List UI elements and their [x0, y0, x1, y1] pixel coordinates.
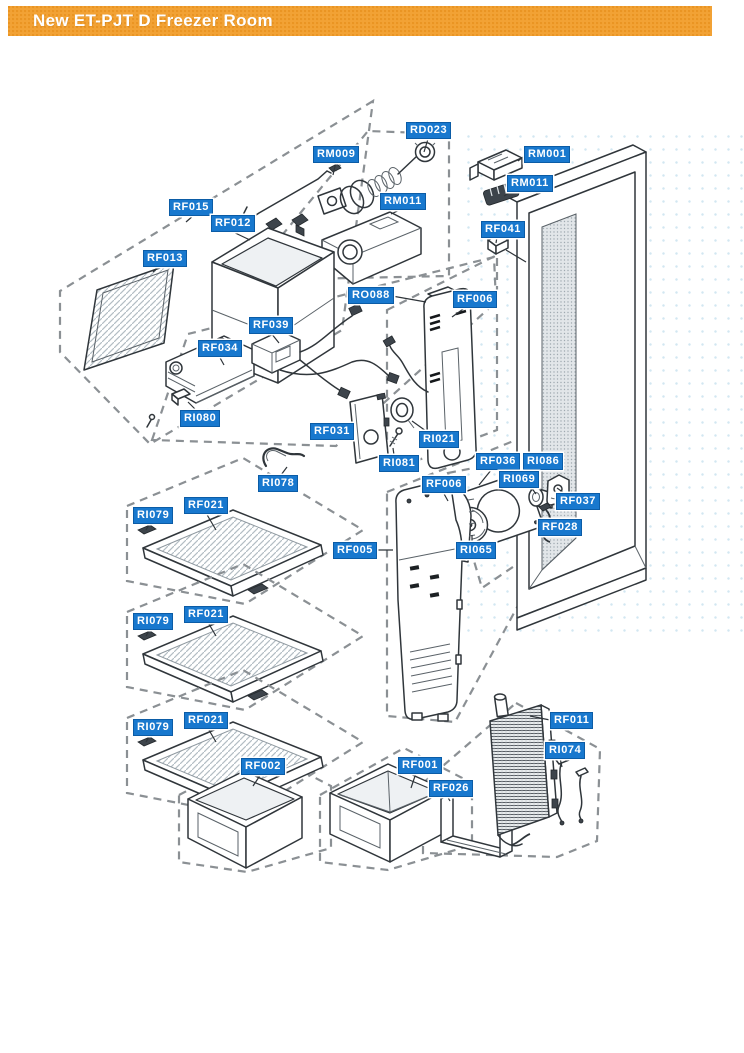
part-rm011-icemaker	[321, 211, 422, 285]
part-label-ri081-16: RI081	[379, 455, 420, 472]
part-ri078-hook	[262, 447, 306, 468]
group-icebin	[58, 98, 375, 446]
part-ri081-screw	[389, 427, 403, 447]
part-label-rf037-21: RF037	[556, 493, 601, 510]
part-rd023-cap	[414, 141, 436, 163]
part-auger-spring	[339, 155, 418, 215]
part-label-ri078-17: RI078	[258, 475, 299, 492]
part-wire-harness	[279, 303, 400, 400]
part-label-rm009-1: RM009	[313, 146, 360, 163]
part-label-rf012-7: RF012	[211, 215, 256, 232]
part-rf005-duct-cover	[395, 479, 463, 722]
part-rf002-bin	[187, 770, 303, 869]
part-label-rm011-4: RM011	[507, 175, 553, 192]
part-label-rm011-2: RM011	[380, 193, 426, 210]
part-label-ri079-30: RI079	[133, 719, 174, 736]
part-rf011-evaporator	[489, 693, 559, 847]
part-rf031-plate	[349, 392, 390, 464]
part-label-ri069-20: RI069	[499, 471, 540, 488]
part-label-rf041-5: RF041	[481, 221, 526, 238]
group-duct	[385, 436, 523, 724]
part-label-rf005-25: RF005	[333, 542, 378, 559]
part-label-rf006-23: RF006	[422, 476, 467, 493]
part-ri074-sensors	[555, 755, 589, 826]
part-label-ro088-9: RO088	[348, 287, 394, 304]
part-label-rf011-32: RF011	[550, 712, 594, 729]
part-label-rf021-29: RF021	[184, 606, 229, 623]
part-label-rf013-8: RF013	[143, 250, 188, 267]
part-label-rd023-0: RD023	[406, 122, 452, 139]
part-label-ri021-15: RI021	[419, 431, 460, 448]
part-label-rf036-18: RF036	[476, 453, 521, 470]
part-label-rf001-35: RF001	[398, 757, 443, 774]
part-label-rf021-31: RF021	[184, 712, 229, 729]
part-label-rf031-14: RF031	[310, 423, 355, 440]
leader-lines	[152, 138, 565, 802]
part-ri080-clip	[146, 388, 191, 428]
cabinet-outline	[503, 144, 647, 631]
page-title: New ET-PJT D Freezer Room	[33, 11, 273, 30]
part-label-rf028-22: RF028	[538, 519, 583, 536]
section-header-bar: New ET-PJT D Freezer Room	[8, 6, 712, 36]
part-label-rf039-11: RF039	[249, 317, 294, 334]
part-label-ri079-28: RI079	[133, 613, 174, 630]
part-label-rf021-27: RF021	[184, 497, 229, 514]
part-label-ri086-19: RI086	[523, 453, 564, 470]
part-label-rf034-12: RF034	[198, 340, 243, 357]
part-label-rm001-3: RM001	[524, 146, 571, 163]
part-label-rf026-36: RF026	[429, 780, 474, 797]
group-geared-motor	[150, 255, 498, 448]
part-ri021-grommet	[390, 397, 415, 429]
part-rf013-panel	[83, 262, 175, 371]
part-label-ri065-24: RI065	[456, 542, 497, 559]
part-rf006-upper-grille	[382, 287, 477, 470]
part-label-rf015-6: RF015	[169, 199, 214, 216]
part-label-ri080-13: RI080	[180, 410, 221, 427]
part-label-ri074-33: RI074	[545, 742, 586, 759]
shelf-assembly-1	[125, 456, 365, 606]
part-label-rf006-10: RF006	[453, 291, 498, 308]
part-label-ri079-26: RI079	[133, 507, 174, 524]
part-label-rf002-34: RF002	[241, 758, 286, 775]
